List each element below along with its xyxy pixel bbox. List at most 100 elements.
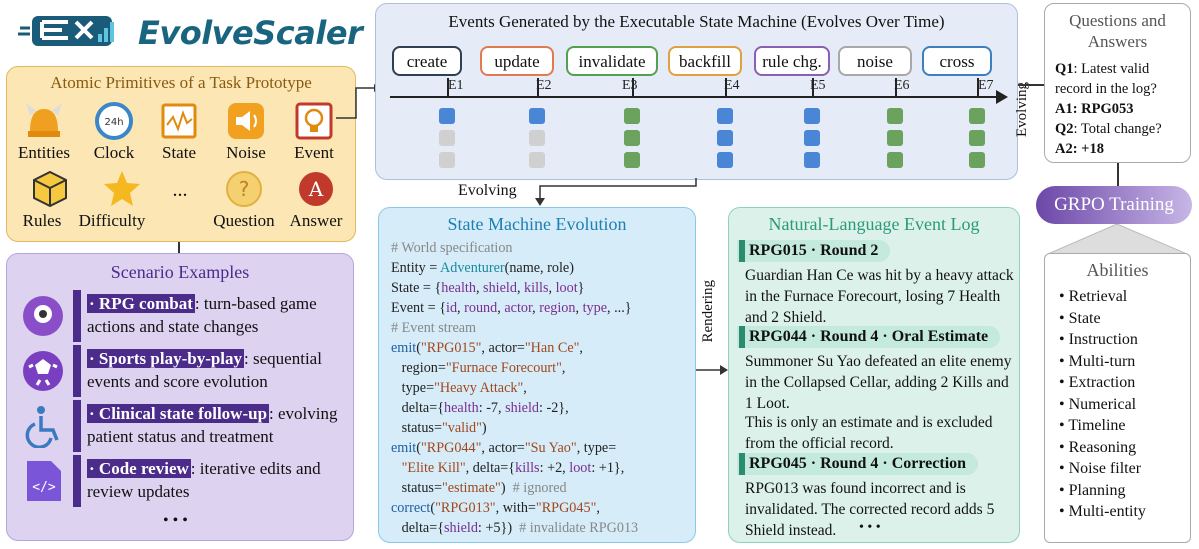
scenario-examples-panel: Scenario Examples · RPG combat: turn-bas… <box>6 253 354 541</box>
code-token: : -7, <box>478 400 506 416</box>
code-token: "Elite Kill" <box>401 460 466 476</box>
code-token: , <box>596 500 600 516</box>
code-token: , <box>548 280 556 296</box>
primitive-clock: 24h Clock <box>79 101 149 163</box>
primitive-label: Clock <box>93 143 135 162</box>
event-id: E7 <box>978 78 994 93</box>
event-tag-cross: cross <box>922 46 992 76</box>
a2-text: A2: +18 <box>1055 141 1104 157</box>
code-line: State = {health, shield, kills, loot} <box>391 278 584 298</box>
code-token: } <box>577 280 585 296</box>
star-icon <box>102 169 142 209</box>
ability-item: • Reasoning <box>1059 438 1137 456</box>
chart-icon <box>159 101 199 141</box>
arrow-to-events <box>336 84 380 119</box>
code-line: # Event stream <box>391 318 476 338</box>
code-token: (name, role) <box>504 260 574 276</box>
event-id: E1 <box>448 78 464 93</box>
q2-label: Q2 <box>1055 121 1074 137</box>
code-token: , <box>532 300 540 316</box>
code-token: delta={ <box>391 400 445 416</box>
state-cell <box>717 108 733 124</box>
state-machine-panel: State Machine Evolution # World specific… <box>378 207 696 543</box>
log-more: • • • <box>859 520 881 535</box>
primitive-rules: Rules <box>15 169 85 231</box>
code-line: "Elite Kill", delta={kills: +2, loot: +1… <box>391 458 625 478</box>
qa-to-grpo-line <box>1117 163 1119 186</box>
code-token: , delta={ <box>465 460 516 476</box>
log-header-text: RPG015 · Round 2 <box>749 242 879 259</box>
code-token: "Han Ce" <box>524 340 580 356</box>
connector-line <box>178 242 180 254</box>
grpo-to-abilities-arrow <box>1047 224 1188 254</box>
primitive-entities: Entities <box>9 101 79 163</box>
ability-item: • Retrieval <box>1059 288 1128 305</box>
code-token: emit <box>391 340 417 356</box>
code-token: actor <box>504 300 533 316</box>
code-token: , <box>561 360 566 376</box>
code-token: shield <box>444 520 478 536</box>
code-line: status="estimate") # ignored <box>391 478 567 498</box>
scenario-item-code: </> · Code review: iterative edits and r… <box>17 455 347 507</box>
code-line: type="Heavy Attack", <box>391 378 527 398</box>
code-line: Event = {id, round, actor, region, type,… <box>391 298 632 318</box>
code-token: , <box>516 280 525 296</box>
code-token: Adventurer <box>440 260 505 276</box>
code-token: State = { <box>391 280 442 296</box>
primitive-label: State <box>162 143 196 162</box>
code-token: round <box>464 300 498 316</box>
code-token: : +1}, <box>591 460 625 476</box>
code-token: health <box>441 280 476 296</box>
state-cell <box>887 130 903 146</box>
primitive-event: Event <box>279 101 349 163</box>
code-token: ( <box>416 340 421 356</box>
primitive-label: Entities <box>18 143 70 162</box>
cube-icon <box>30 169 70 209</box>
ability-item: • Extraction <box>1059 374 1136 391</box>
lightbulb-icon <box>294 101 334 141</box>
event-tick <box>725 78 727 96</box>
code-line: # World specification <box>391 238 513 258</box>
code-token: emit <box>391 440 417 456</box>
q1-text: : Latest valid record in the log? <box>1055 61 1157 97</box>
code-token: "estimate" <box>441 480 501 496</box>
code-token: , <box>523 380 527 396</box>
scenario-name: · Code review <box>87 459 191 478</box>
log-entry-text: Summoner Su Yao defeated an elite enemy … <box>745 353 1012 412</box>
evolving-arrow-left <box>535 178 697 206</box>
scenario-text: · Clinical state follow-up: evolving pat… <box>87 402 357 448</box>
code-token: : +5}) <box>477 520 520 536</box>
event-id: E5 <box>810 78 826 93</box>
accent-bar <box>73 400 81 452</box>
code-token: , ...} <box>607 300 632 316</box>
soccer-ball-icon <box>21 349 65 393</box>
code-token: Entity = <box>391 260 440 276</box>
log-entry-text: This is only an estimate and is excluded… <box>745 414 993 452</box>
log-title: Natural-Language Event Log <box>768 214 980 234</box>
clock-icon: 24h <box>94 101 134 141</box>
code-token: , actor= <box>481 440 525 456</box>
event-id: E4 <box>724 78 740 93</box>
timeline-arrowhead <box>996 90 1008 104</box>
code-token: "RPG044" <box>420 440 482 456</box>
state-cell <box>804 130 820 146</box>
events-panel: Events Generated by the Executable State… <box>375 3 1018 180</box>
code-token: loot <box>555 280 578 296</box>
qa-panel: Questions and Answers Q1: Latest valid r… <box>1044 3 1191 163</box>
event-tag-invalidate: invalidate <box>566 46 658 76</box>
code-token: ) <box>500 480 513 496</box>
primitive-label: Difficulty <box>78 211 146 230</box>
state-cell <box>439 130 455 146</box>
ability-item: • State <box>1059 309 1101 327</box>
log-header: RPG015 · Round 2 <box>737 240 891 262</box>
game-icon <box>21 294 65 338</box>
code-token: region= <box>391 360 446 376</box>
a1-text: A1: RPG053 <box>1055 101 1134 117</box>
primitive-noise: Noise <box>211 101 281 163</box>
code-token: kills <box>515 460 540 476</box>
log-entry-text: Guardian Han Ce was hit by a heavy attac… <box>745 267 1014 326</box>
code-token: , with= <box>495 500 536 516</box>
code-token: : -2}, <box>539 400 569 416</box>
event-tick <box>632 78 634 96</box>
code-token: status= <box>391 420 442 436</box>
